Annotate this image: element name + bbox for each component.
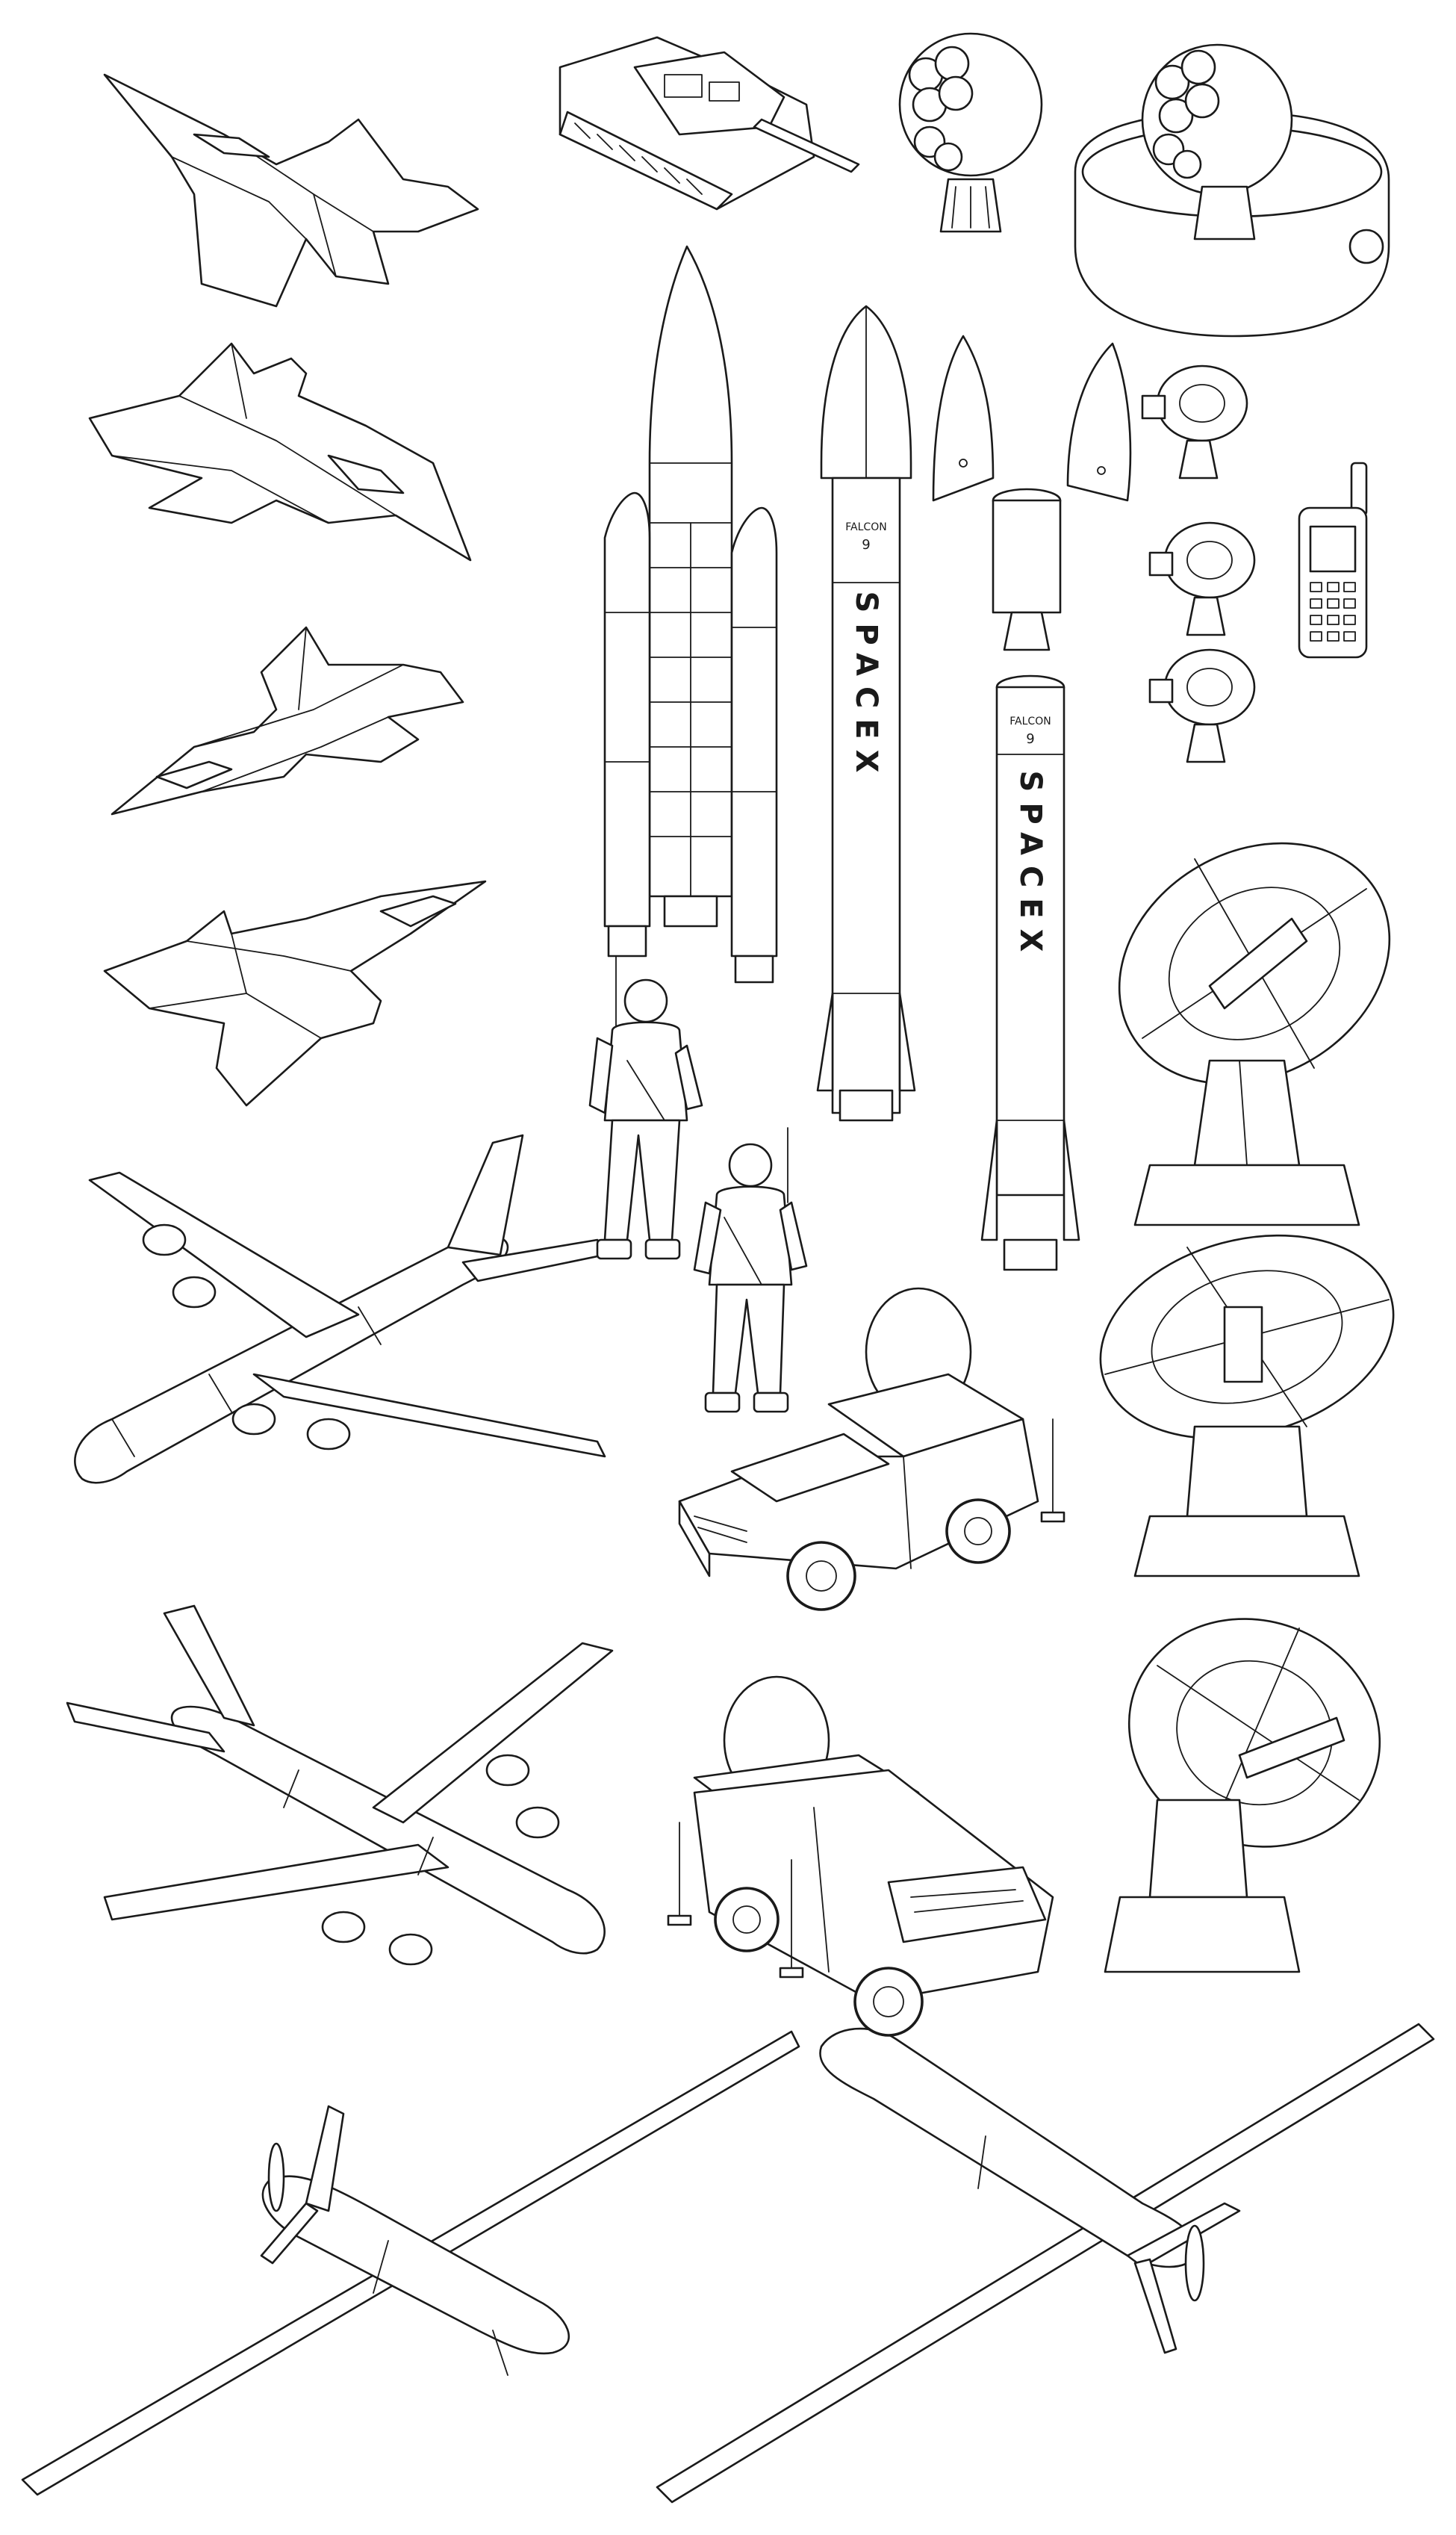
falcon-9-rocket-left: FALCON 9 SPACEX bbox=[816, 305, 916, 1122]
small-satellite-dish-1 bbox=[1141, 364, 1248, 480]
falcon-number-right: 9 bbox=[1026, 731, 1034, 747]
missile-pod-turret-housing bbox=[1074, 43, 1390, 338]
soldier-1 bbox=[588, 955, 703, 1260]
falcon-label-left: FALCON bbox=[845, 521, 886, 533]
fighter-jet-3 bbox=[111, 626, 464, 816]
missile-pod-turret bbox=[898, 32, 1043, 233]
transport-aircraft-2 bbox=[66, 1604, 614, 1966]
fighter-jet-1 bbox=[103, 73, 479, 308]
humvee-satellite-truck-2 bbox=[667, 1675, 1054, 2037]
drone-2 bbox=[656, 2023, 1435, 2504]
tank bbox=[559, 36, 860, 211]
upper-stage bbox=[992, 488, 1062, 651]
payload-fairing-halves bbox=[932, 335, 1132, 502]
radar-dish-3 bbox=[1104, 1618, 1381, 1973]
radar-dish-2 bbox=[1099, 1234, 1395, 1577]
satellite-phone bbox=[1298, 462, 1368, 659]
falcon-9-rocket-right: FALCON 9 SPACEX bbox=[980, 674, 1080, 1271]
humvee-satellite-truck-1 bbox=[678, 1287, 1065, 1611]
radar-dish-1 bbox=[1118, 842, 1391, 1226]
fighter-jet-4 bbox=[103, 880, 487, 1107]
soldier-2 bbox=[693, 1127, 808, 1413]
small-satellite-dish-3 bbox=[1148, 648, 1256, 763]
falcon-number-left: 9 bbox=[862, 537, 870, 553]
transport-aircraft-1 bbox=[74, 1134, 606, 1484]
small-satellite-dish-2 bbox=[1148, 521, 1256, 636]
fighter-jet-2 bbox=[88, 342, 472, 562]
spacex-label-left: SPACEX bbox=[849, 592, 883, 784]
heavy-launch-rocket bbox=[603, 245, 778, 984]
drone-1 bbox=[21, 2030, 800, 2496]
spacex-label-right: SPACEX bbox=[1013, 771, 1048, 963]
falcon-label-right: FALCON bbox=[1009, 716, 1051, 727]
